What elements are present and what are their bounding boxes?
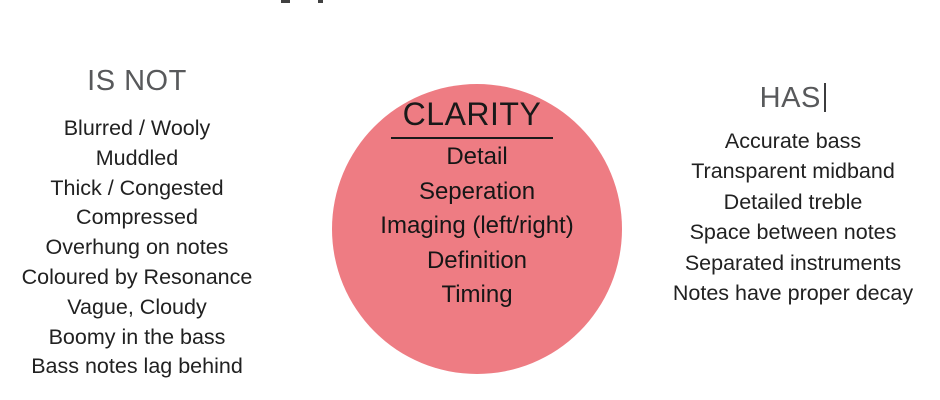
- clarity-title: CLARITY: [390, 97, 554, 139]
- list-item: Detailed treble: [723, 189, 863, 214]
- has-heading-label: HAS: [759, 82, 821, 114]
- clarity-title-row: CLARITY: [332, 97, 622, 139]
- list-item: Timing: [441, 281, 513, 309]
- list-item: Seperation: [418, 177, 536, 205]
- clarity-circle: CLARITY Detail Seperation Imaging (left/…: [332, 84, 622, 374]
- list-item: Separated instruments: [684, 250, 902, 275]
- list-item: Space between notes: [689, 220, 897, 245]
- list-item: Boomy in the bass: [48, 324, 226, 349]
- is-not-list: Blurred / Wooly Muddled Thick / Congeste…: [7, 114, 267, 382]
- is-not-panel: IS NOT Blurred / Wooly Muddled Thick / C…: [7, 67, 267, 382]
- has-panel: HAS Accurate bass Transparent midband De…: [663, 78, 923, 308]
- list-item: Blurred / Wooly: [63, 116, 211, 140]
- list-item: Overhung on notes: [45, 235, 229, 260]
- list-item: Imaging (left/right): [380, 212, 574, 240]
- cropped-text-descender-dash: [281, 0, 290, 3]
- clarity-attribute-list: Detail Seperation Imaging (left/right) D…: [332, 140, 622, 313]
- has-heading[interactable]: HAS: [663, 78, 923, 113]
- list-item: Thick / Congested: [50, 175, 224, 200]
- text-cursor: [823, 83, 827, 112]
- list-item: Accurate bass: [724, 129, 862, 153]
- has-list: Accurate bass Transparent midband Detail…: [663, 126, 923, 308]
- list-item: Coloured by Resonance: [21, 264, 253, 289]
- list-item: Vague, Cloudy: [67, 294, 207, 319]
- list-item: Detail: [446, 143, 508, 170]
- list-item: Bass notes lag behind: [31, 354, 243, 379]
- list-item: Muddled: [95, 145, 179, 170]
- cropped-text-descender-dot: [318, 0, 323, 3]
- is-not-heading: IS NOT: [87, 65, 187, 97]
- list-item: Compressed: [76, 205, 198, 230]
- list-item: Definition: [426, 246, 528, 274]
- list-item: Transparent midband: [691, 159, 895, 184]
- list-item: Notes have proper decay: [672, 281, 914, 306]
